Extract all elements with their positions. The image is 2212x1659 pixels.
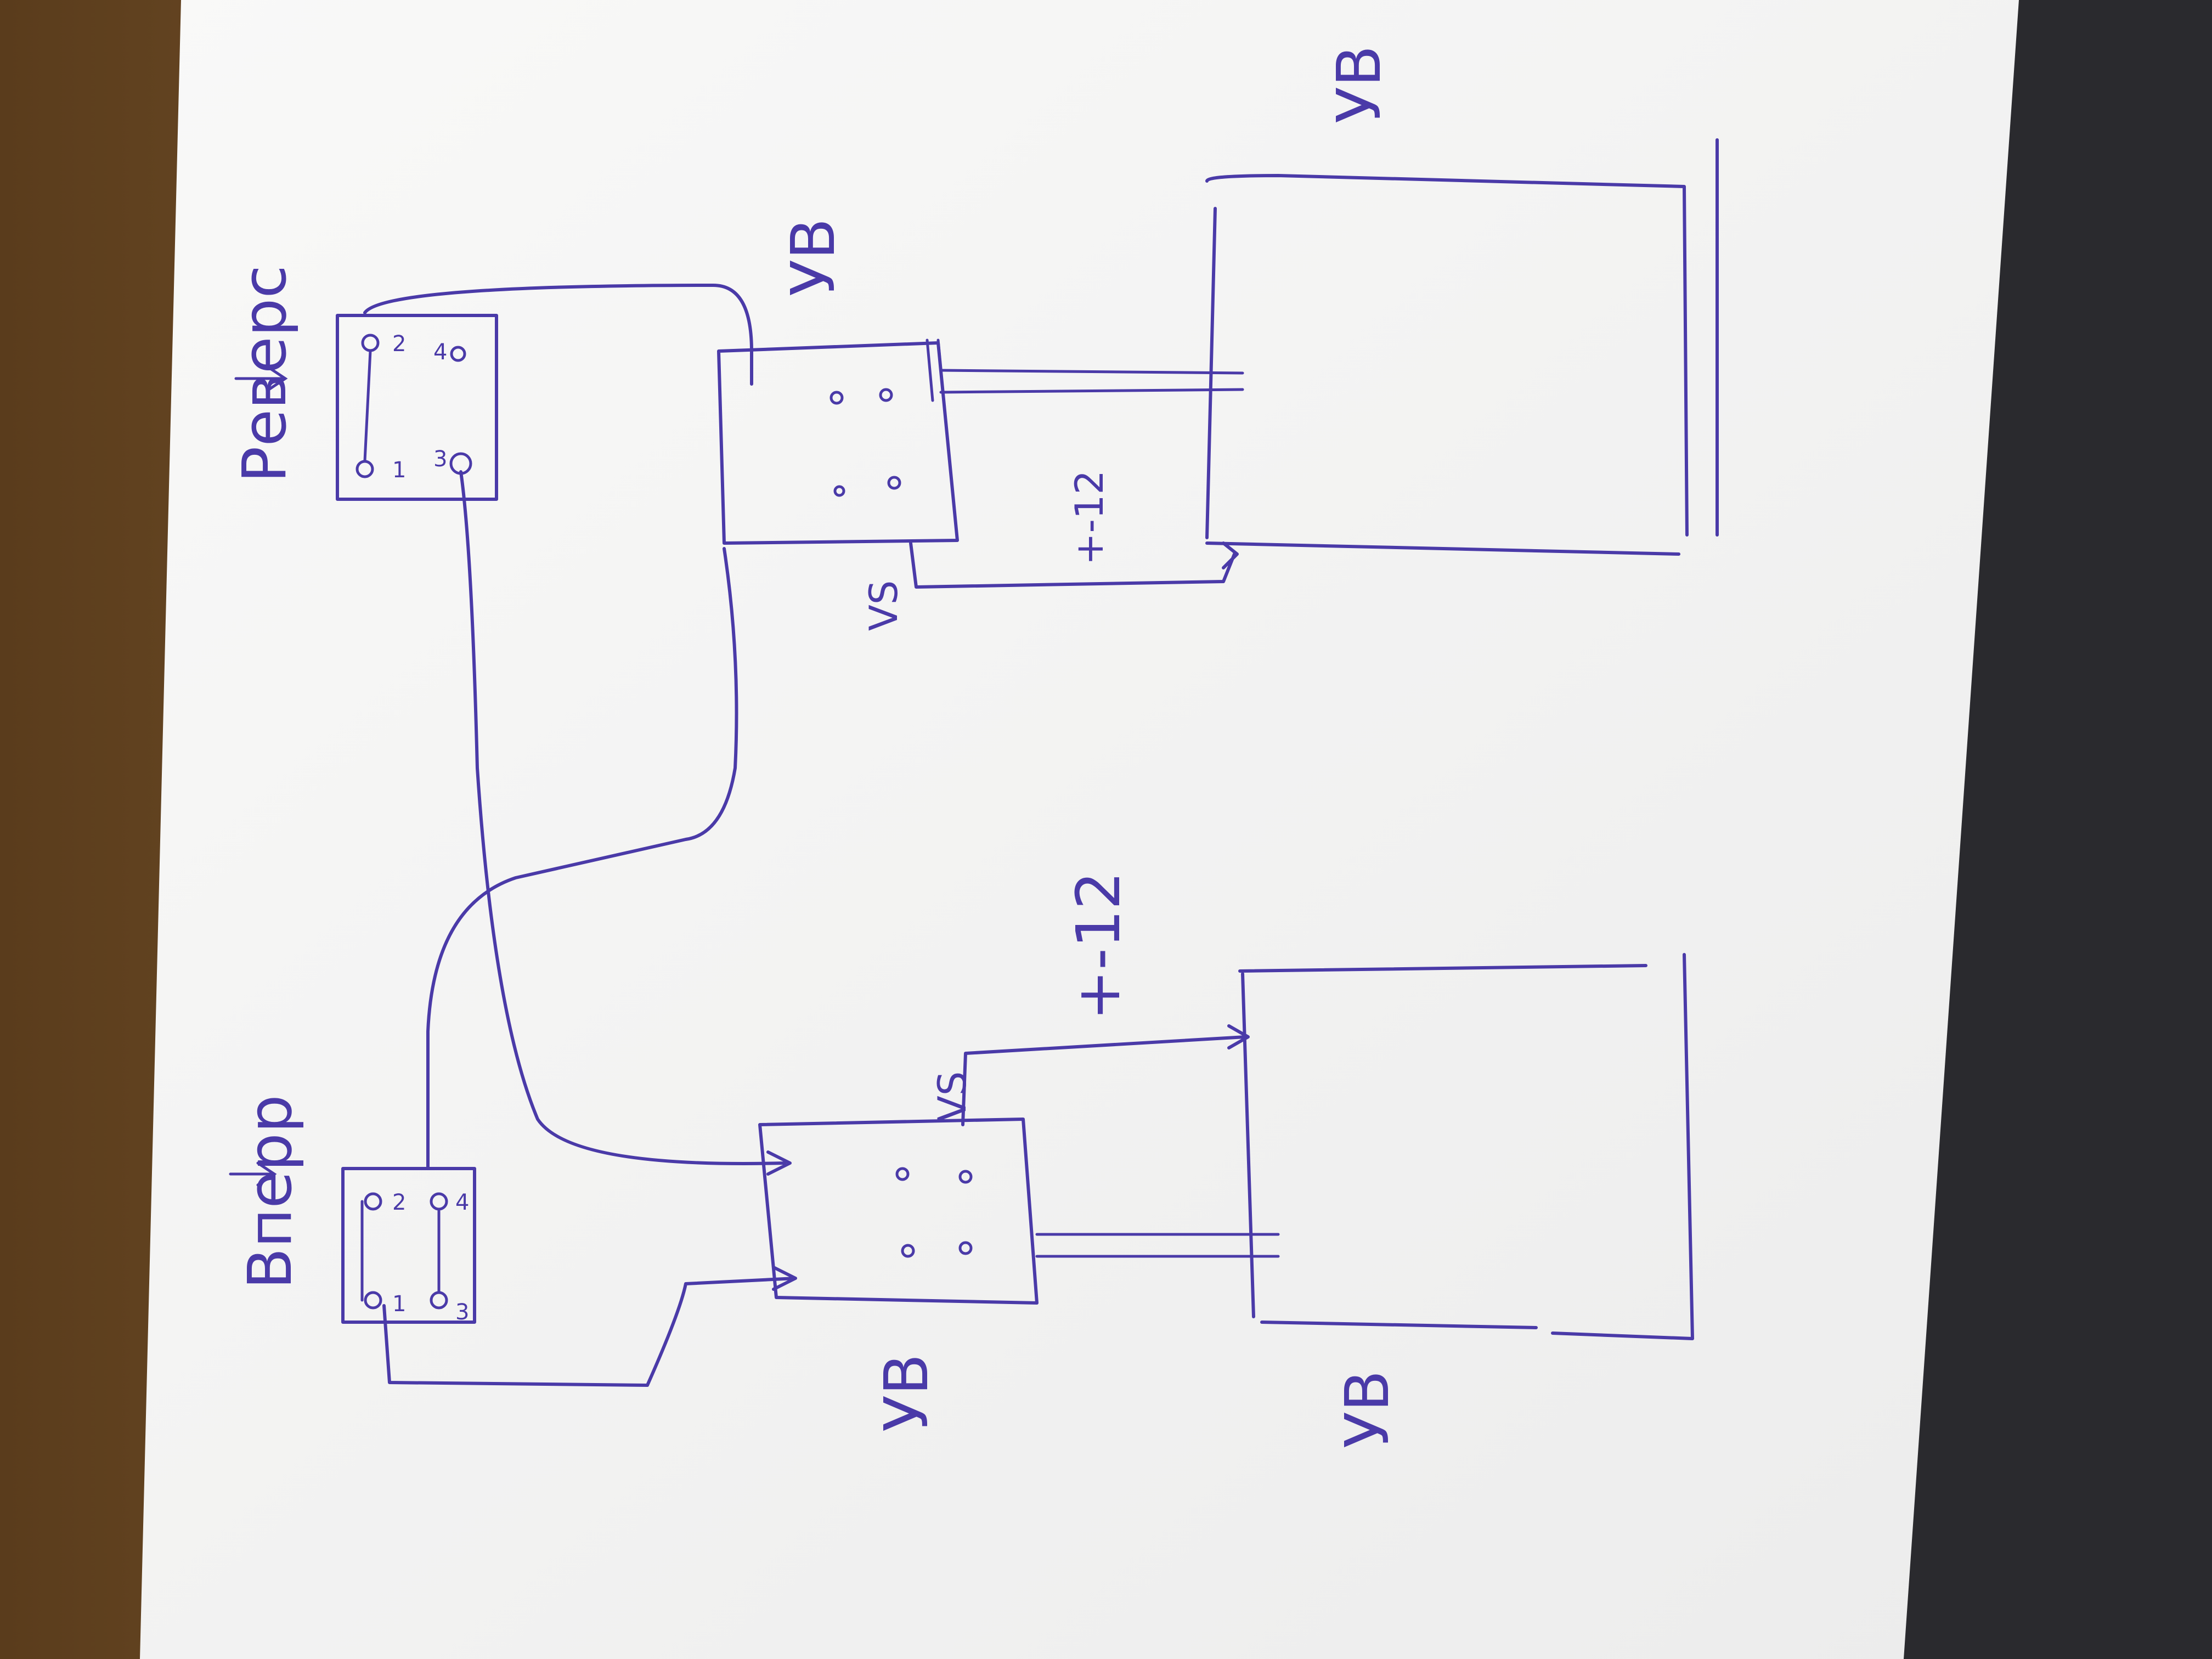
reverse-switch: 1 2 3 4 (336, 314, 498, 501)
reverse-pin-1: 1 (392, 458, 406, 483)
wire-reverse-to-relay-top (363, 284, 753, 386)
reverse-pin-4: 4 (433, 340, 447, 365)
forward-pin-1: 1 (392, 1291, 406, 1317)
wire-relay-top-to-forward (426, 547, 738, 1170)
wire-relay-top-power-2 (939, 388, 1244, 394)
motor-bottom-label: УВ (1332, 1370, 1402, 1449)
wire-relay-top-power-1 (939, 369, 1244, 375)
motor-box-bottom (1238, 953, 1694, 1340)
paper-sheet (140, 0, 2019, 1659)
forward-pin-4: 4 (455, 1190, 469, 1215)
wire-forward-to-relay-bottom (382, 1266, 797, 1387)
voltage-top-label: +-12 (1067, 470, 1112, 565)
forward-arrow-icon (229, 1161, 277, 1187)
wire-relay-top-vs (909, 541, 1239, 589)
reverse-label: Реверс (229, 265, 300, 483)
wire-relay-bottom-vs (961, 1024, 1250, 1126)
relay-bottom-label: УВ (871, 1354, 941, 1432)
relay-top-label: УВ (778, 218, 848, 297)
motor-top-label: УВ (1324, 46, 1394, 124)
forward-pin-3: 3 (455, 1300, 469, 1325)
voltage-bottom-label: +-12 (1063, 871, 1133, 1020)
forward-label: Вперр (235, 1094, 305, 1289)
reverse-pin-3: 3 (433, 447, 447, 472)
forward-pin-2: 2 (392, 1190, 406, 1215)
reverse-pin-2: 2 (392, 331, 406, 357)
wire-reverse-to-relay-bottom (459, 470, 792, 1176)
relay-top-vs-label: VS (861, 580, 906, 631)
forward-switch: 1 2 3 4 (341, 1167, 476, 1325)
relay-block-bottom (758, 1118, 1039, 1305)
relay-bottom-vs-label: VS (930, 1071, 975, 1122)
reverse-arrow-icon (234, 366, 288, 391)
